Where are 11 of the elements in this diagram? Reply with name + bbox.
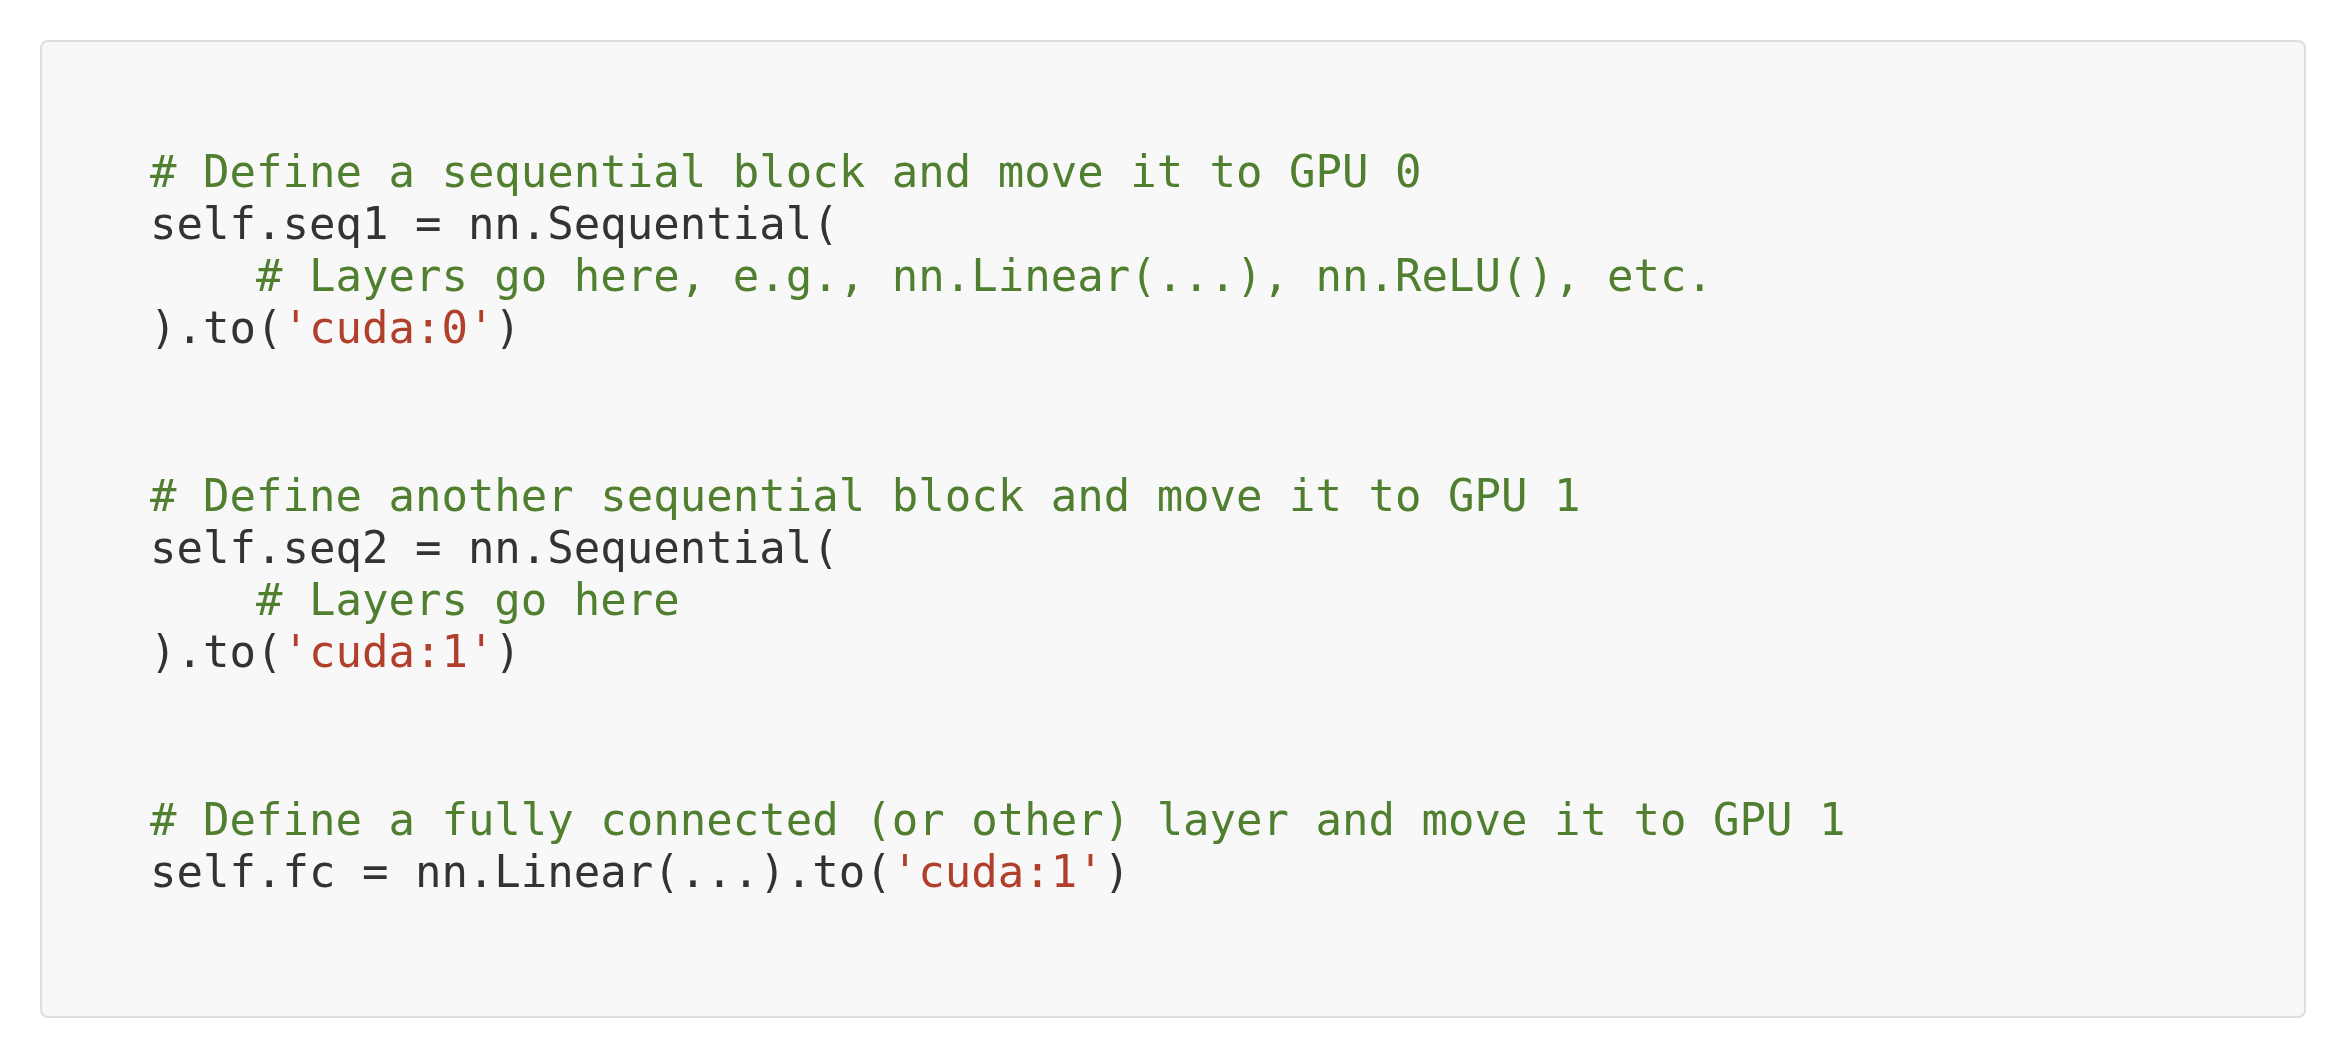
code-line: self.fc = nn.Linear(...).to('cuda:1')	[150, 846, 1131, 898]
code-block	[40, 40, 2306, 1018]
code-comment: # Layers go here	[254, 574, 680, 626]
code-line: self.seq2 = nn.Sequential(	[150, 522, 839, 574]
code-comment: # Define a fully connected (or other) layer and move it to GPU 1	[150, 794, 1846, 846]
code-comment: # Define a sequential block and move it to GPU 0	[150, 146, 1422, 198]
code-line: ).to('cuda:1')	[150, 626, 521, 678]
code-line: self.seq1 = nn.Sequential(	[150, 198, 839, 250]
code-comment: # Define another sequential block and move it to GPU 1	[150, 470, 1581, 522]
code-comment: # Layers go here, e.g., nn.Linear(...), nn.ReLU(), etc.	[254, 250, 1713, 302]
code-line: ).to('cuda:0')	[150, 302, 521, 354]
